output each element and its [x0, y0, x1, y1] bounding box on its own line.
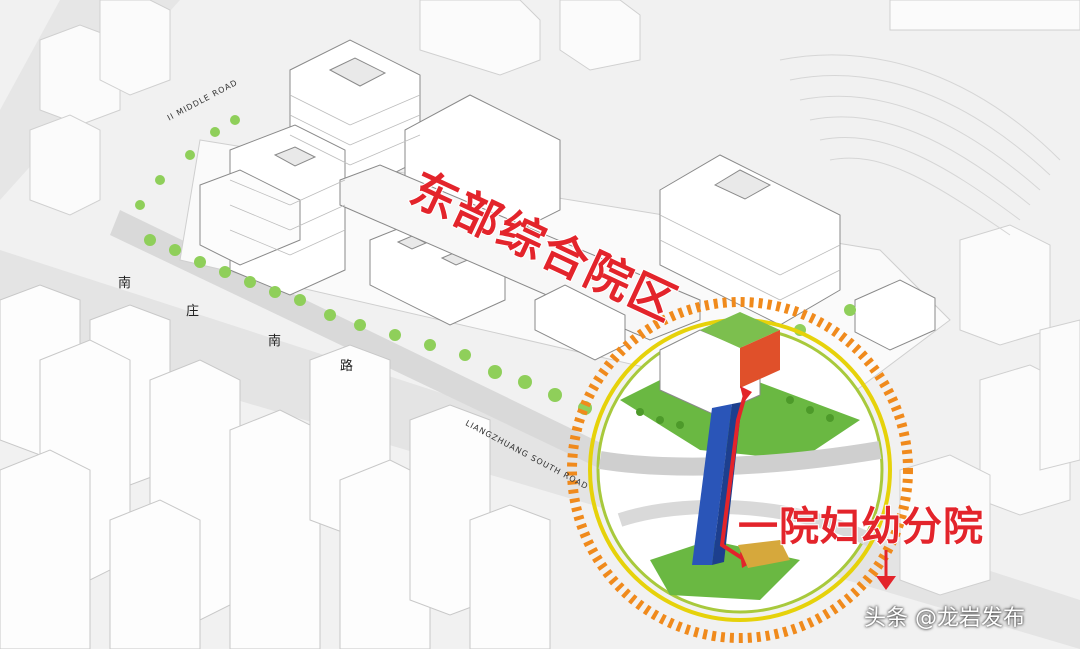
route-arrow — [719, 394, 747, 562]
top-residential-blocks — [29, 0, 1080, 596]
outer-dashed-ring — [567, 297, 913, 643]
street-trees — [135, 115, 856, 415]
watermark: 头条 @龙岩发布 — [864, 606, 1025, 631]
road-curve-2 — [617, 499, 874, 547]
route-arrow-tail — [740, 386, 752, 402]
road-char-4: 路 — [340, 359, 354, 374]
building-floor-lines — [229, 94, 841, 301]
east-campus-buildings — [199, 39, 936, 361]
skybridge — [692, 404, 732, 565]
branch-hospital-label: 一院妇幼分院 — [737, 503, 984, 551]
down-arrow-icon — [876, 550, 896, 590]
left-residential-blocks — [0, 284, 551, 649]
terrain-contours — [779, 54, 1061, 236]
branch-highlight — [567, 297, 913, 643]
road-char-2: 庄 — [186, 304, 200, 319]
entrance-pavilion — [738, 540, 790, 568]
road-char-1: 南 — [118, 276, 132, 291]
road-char-3: 南 — [268, 334, 282, 349]
orange-facade — [740, 330, 780, 388]
